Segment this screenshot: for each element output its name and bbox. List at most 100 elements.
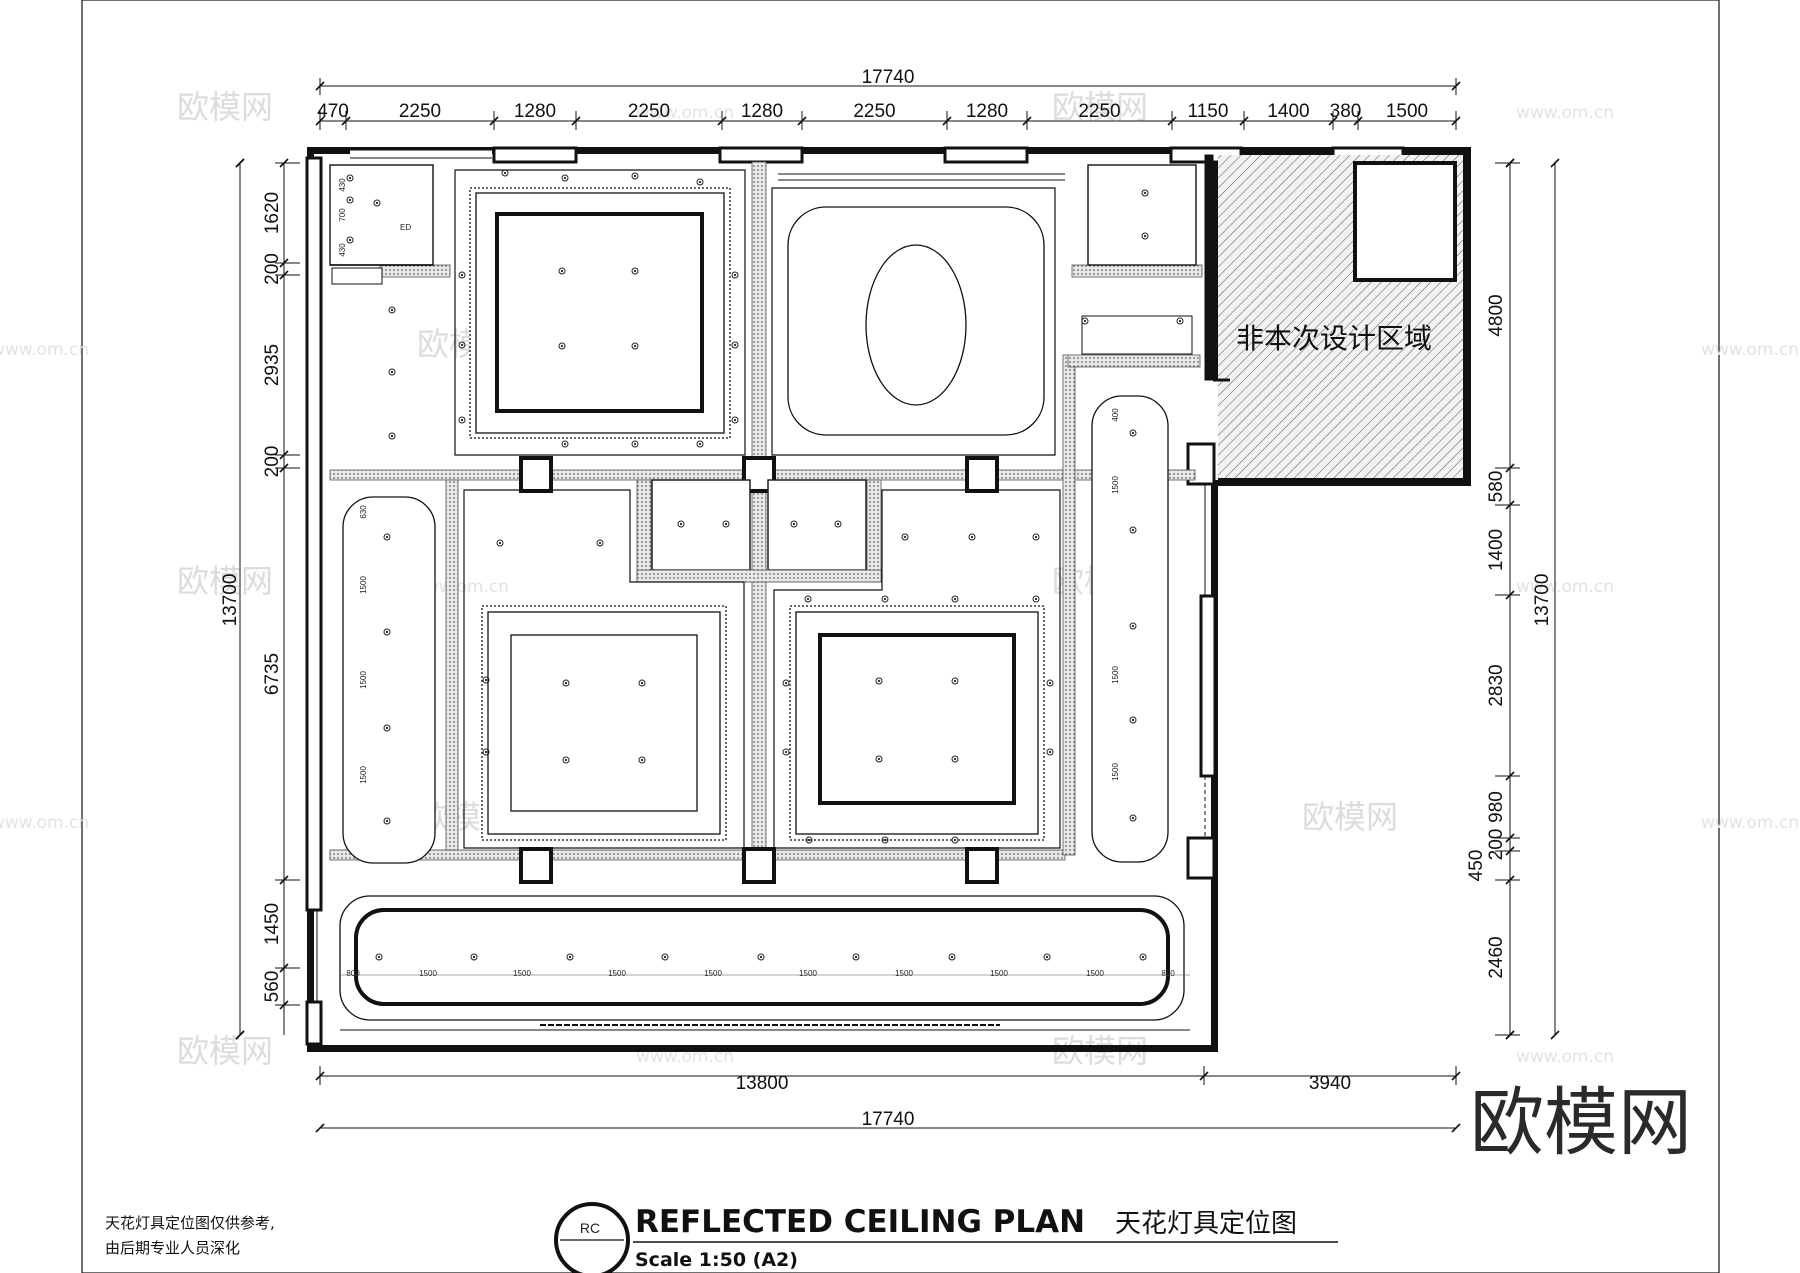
dim-right-seg-4: 2830: [1486, 664, 1507, 706]
dim-top-seg-2: 2250: [399, 101, 441, 122]
dim-right-seg-2: 580: [1486, 471, 1507, 503]
light-strip-bottom-outer: [339, 895, 1185, 1021]
ceiling-lamp-icon: [631, 440, 639, 448]
dim-tick: [1451, 1123, 1461, 1133]
ceiling-lamp-icon: [631, 172, 639, 180]
spacing-label: 430: [338, 243, 347, 257]
window-top-gap: [350, 150, 492, 158]
dim-right-seg-8: 2460: [1486, 936, 1507, 978]
dimension-ticks: [235, 78, 1560, 1133]
dim-tick: [315, 1123, 325, 1133]
room-top-right-step: [1081, 315, 1193, 355]
dim-left-seg-7: 560: [262, 971, 283, 1003]
ceiling-lamp-icon: [1032, 533, 1040, 541]
dim-left-seg-2: 200: [262, 253, 283, 285]
ceiling-lamp-icon: [901, 533, 909, 541]
dim-top-seg-9: 1150: [1188, 101, 1229, 122]
light-strip-left: [342, 496, 436, 864]
dim-top-seg-12: 1500: [1386, 101, 1428, 122]
dim-tick: [1550, 158, 1560, 168]
spacing-label: 1500: [895, 969, 913, 978]
dim-left-seg-6: 1450: [262, 903, 283, 945]
watermark-url: www.om.cn: [0, 340, 89, 360]
dim-right-total: 13700: [1532, 574, 1553, 627]
interior-columns: [519, 456, 999, 884]
window-top-3: [943, 146, 1029, 164]
ceiling-lamp-icon: [1046, 679, 1054, 687]
drawing-title-cn: 天花灯具定位图: [1115, 1209, 1297, 1239]
ceiling-lamp-icon: [731, 416, 739, 424]
ceiling-lamp-icon: [782, 748, 790, 756]
title-symbol: RC: [580, 1220, 600, 1236]
spacing-label: 1500: [359, 766, 368, 784]
watermark-url: www.om.cn: [1701, 813, 1799, 833]
dim-top-seg-3: 1280: [514, 101, 556, 122]
ceiling-lamp-icon: [1032, 595, 1040, 603]
note-line-1: 天花灯具定位图仅供参考,: [105, 1214, 275, 1232]
oval-ceiling-feature: [865, 244, 967, 406]
spacing-label: 1500: [1111, 666, 1120, 684]
ceiling-lamp-icon: [561, 440, 569, 448]
dim-bottom-total: 17740: [862, 1109, 915, 1130]
dim-left-total: 13700: [220, 574, 241, 627]
dim-left-seg-5: 6735: [262, 653, 283, 695]
room-top-left: [329, 164, 434, 266]
ceiling-lamp-icon: [388, 306, 396, 314]
ceiling-coffer-1-mid: [475, 192, 725, 434]
ceiling-lamp-icon: [696, 440, 704, 448]
ceiling-lamp-icon: [458, 416, 466, 424]
watermark-url: www.om.cn: [1516, 577, 1614, 597]
light-strip-bottom-inner: [354, 908, 1170, 1006]
annex-wall: [1204, 154, 1214, 381]
spacing-label: 700: [338, 208, 347, 222]
title-block: RC REFLECTED CEILING PLAN 天花灯具定位图 Scale …: [554, 1202, 1338, 1273]
watermark-text: 欧模网: [177, 1032, 273, 1070]
watermark-url: www.om.cn: [1516, 103, 1614, 123]
dim-top-seg-10: 1400: [1267, 101, 1309, 122]
spacing-label: 800: [346, 969, 360, 978]
room-top-left-inner: [331, 267, 383, 285]
window-right-1: [1199, 594, 1217, 778]
dim-bottom-seg-1: 13800: [736, 1073, 789, 1094]
ceiling-coffer-3-mid: [795, 611, 1039, 835]
spacing-label: 1500: [608, 969, 626, 978]
ceiling-gutters: [329, 161, 1203, 871]
spacing-label: 1500: [359, 576, 368, 594]
spacing-label: 630: [359, 505, 368, 519]
spacing-label: 430: [338, 178, 347, 192]
watermark-text: 欧模网: [177, 562, 273, 600]
ceiling-lamp-icon: [561, 174, 569, 182]
dim-top-seg-7: 1280: [966, 101, 1008, 122]
drawing-scale: Scale 1:50 (A2): [635, 1249, 798, 1271]
watermark-url: www.om.cn: [636, 103, 734, 123]
room-mid-left: [651, 479, 751, 571]
drawing-title: REFLECTED CEILING PLAN: [635, 1204, 1085, 1240]
spacing-label: 1500: [990, 969, 1008, 978]
column-right-2: [1186, 836, 1216, 880]
dimension-lines: [239, 85, 1556, 1129]
dim-top-total: 17740: [862, 67, 915, 88]
dim-top-seg-6: 2250: [853, 101, 895, 122]
ceiling-lamp-icon: [731, 341, 739, 349]
dim-top-seg-11: 380: [1330, 101, 1362, 122]
column-3: [965, 456, 999, 493]
sheet-frame: [81, 0, 1720, 1273]
lamp-spacing-labels: 430700430ED63015001500150040015001500150…: [338, 178, 1190, 978]
dim-left-seg-4: 200: [262, 446, 283, 478]
spacing-label: 800: [1161, 969, 1175, 978]
column-5: [742, 847, 776, 884]
ceiling-lamp-icon: [596, 539, 604, 547]
ceiling-coffer-3-inner: [818, 633, 1016, 805]
column-1: [519, 456, 553, 493]
ceiling-edge-1: [454, 169, 746, 456]
window-left-2: [305, 1000, 323, 1046]
dim-top-seg-8: 2250: [1078, 101, 1120, 122]
column-4: [519, 847, 553, 884]
ceiling-lamp-icon: [388, 432, 396, 440]
ceiling-lamp-icon: [881, 595, 889, 603]
ceiling-lamp-icon: [501, 169, 509, 177]
spacing-label: 1500: [1086, 969, 1104, 978]
